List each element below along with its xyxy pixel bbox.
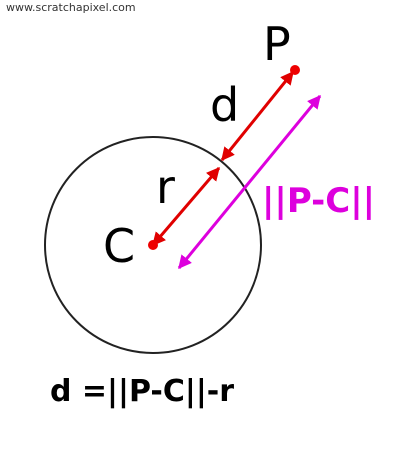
point-p-dot	[290, 65, 300, 75]
label-p: P	[263, 17, 291, 71]
label-r: r	[156, 160, 175, 214]
magnitude-arrow	[177, 94, 322, 270]
label-c: C	[103, 219, 135, 273]
center-c-dot	[148, 240, 158, 250]
distance-equation: d =||P-C||-r	[50, 374, 235, 409]
label-d: d	[210, 78, 239, 132]
site-url: www.scratchapixel.com	[6, 1, 136, 14]
label-magnitude: ||P-C||	[262, 181, 375, 221]
